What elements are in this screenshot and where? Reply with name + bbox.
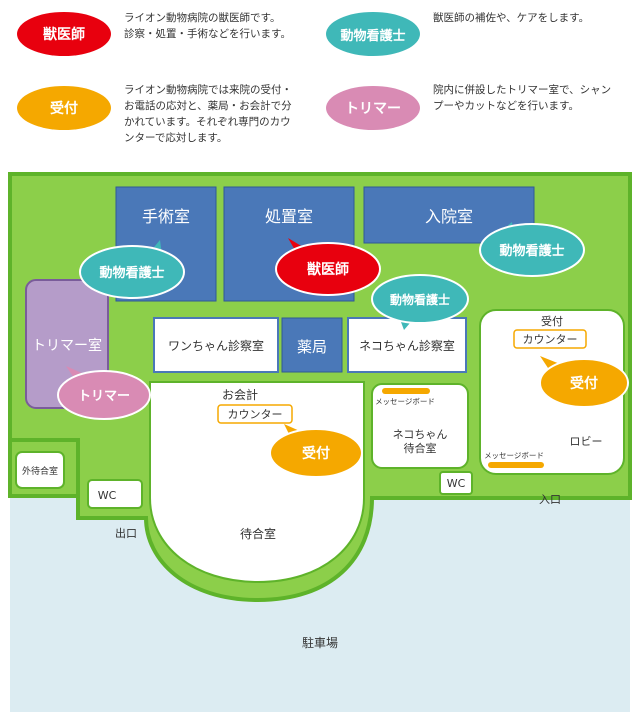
desc-line: ンターで応対します。 [124, 132, 228, 144]
staff-reception-lobby: 受付 [539, 356, 629, 408]
desc-line: プーやカットなどを行います。 [433, 100, 579, 112]
waiting-room-label: 待合室 [240, 526, 276, 541]
lobby-reception-label: 受付 [541, 315, 563, 328]
staff-nurse-surgery: 動物看護士 [79, 240, 185, 299]
surgery-label: 手術室 [142, 207, 190, 226]
desc-line: 院内に併設したトリマー室で、シャン [433, 84, 612, 96]
cat-waiting-room [371, 383, 469, 469]
staff-reception-accounting: 受付 [269, 424, 363, 478]
lobby-message-board-bar [488, 462, 544, 468]
pharmacy-label: 薬局 [297, 338, 327, 356]
outdoor-waiting-label: 外待合室 [22, 465, 58, 477]
parking-label: 駐車場 [302, 635, 338, 650]
cat-exam-room [347, 317, 467, 373]
staff-vet-label: 獣医師 [307, 261, 349, 278]
treatment-label: 処置室 [265, 207, 313, 226]
legend-reception-desc: ライオン動物病院では来院の受付・ お電話の応対と、薬局・お会計で分 かれています… [124, 82, 324, 146]
legend-trimmer-badge: トリマー [326, 86, 420, 130]
staff-nurse-label: 動物看護士 [390, 292, 450, 307]
staff-reception-label: 受付 [570, 375, 598, 392]
desc-line: 診察・処置・手術などを行います。 [124, 28, 291, 40]
ward-room [363, 186, 535, 244]
legend-reception-badge: 受付 [17, 86, 111, 130]
accounting-label: お会計 [222, 387, 258, 402]
entrance-label: 入口 [539, 493, 561, 506]
legend-trimmer-desc: 院内に併設したトリマー室で、シャン プーやカットなどを行います。 [433, 82, 633, 114]
reception-counter-label: カウンター [523, 333, 578, 346]
legend-nurse-badge: 動物看護士 [326, 12, 420, 56]
staff-trimmer-label: トリマー [78, 389, 130, 404]
legend-nurse-desc: 獣医師の補佐や、ケアをします。 [433, 10, 633, 26]
cat-waiting-label-1: ネコちゃん [393, 428, 448, 441]
pharmacy-room [281, 317, 343, 373]
staff-nurse-label: 動物看護士 [499, 243, 564, 259]
staff-nurse-ward: 動物看護士 [479, 222, 585, 277]
accounting-counter [217, 404, 293, 424]
staff-nurse-label: 動物看護士 [99, 265, 164, 281]
trimmer-room-label: トリマー室 [32, 337, 102, 354]
desc-line: お電話の応対と、薬局・お会計で分 [124, 100, 292, 112]
dog-exam-label: ワンちゃん診察室 [168, 338, 264, 353]
wc-right [439, 471, 473, 495]
reception-counter [513, 329, 587, 349]
exit-label: 出口 [115, 526, 137, 540]
staff-vet-treatment: 獣医師 [275, 238, 381, 296]
legend-vet-badge: 獣医師 [17, 12, 111, 56]
message-board-label: メッセージボード [375, 397, 435, 406]
lobby-label: ロビー [570, 435, 603, 448]
outdoor-waiting-room [15, 451, 65, 489]
wc-right-label: WC [447, 477, 466, 490]
wc-left [87, 479, 143, 509]
desc-line: かれています。それぞれ専門のカウ [124, 116, 291, 128]
staff-trimmer: トリマー [57, 366, 151, 420]
desc-line: ライオン動物病院では来院の受付・ [124, 84, 292, 96]
lobby-message-board-label: メッセージボード [484, 451, 544, 460]
staff-reception-label: 受付 [302, 445, 330, 462]
ward-label: 入院室 [425, 207, 473, 226]
message-board-bar [382, 388, 430, 394]
accounting-counter-label: カウンター [228, 408, 283, 421]
desc-line: 獣医師の補佐や、ケアをします。 [433, 12, 590, 24]
cat-exam-label: ネコちゃん診察室 [359, 338, 455, 353]
staff-nurse-cat: 動物看護士 [371, 274, 469, 330]
legend-vet-desc: ライオン動物病院の獣医師です。 診察・処置・手術などを行います。 [124, 10, 324, 42]
dog-exam-room [153, 317, 279, 373]
wc-left-label: WC [98, 489, 117, 502]
desc-line: ライオン動物病院の獣医師です。 [124, 12, 281, 24]
cat-waiting-label-2: 待合室 [404, 441, 437, 455]
